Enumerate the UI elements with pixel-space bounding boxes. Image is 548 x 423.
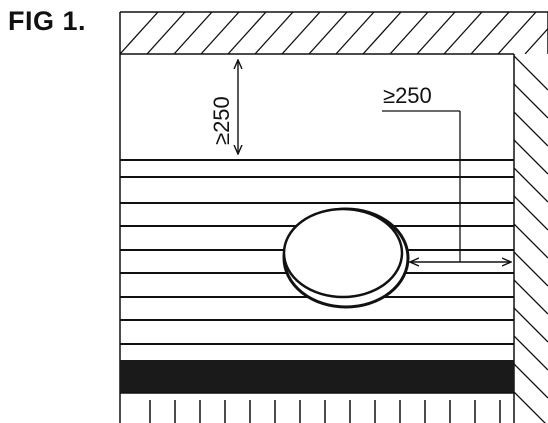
dark-band xyxy=(120,360,514,393)
ceiling-outline xyxy=(119,11,548,55)
ceiling-light-fixture xyxy=(282,207,410,309)
side-clearance-label: ≥250 xyxy=(383,83,432,108)
top-clearance-label: ≥250 xyxy=(209,96,234,145)
figure-title: FIG 1. xyxy=(8,6,87,36)
bottom-comb xyxy=(120,392,514,423)
ceiling-hatch xyxy=(120,12,548,54)
wall-hatch xyxy=(514,55,548,423)
